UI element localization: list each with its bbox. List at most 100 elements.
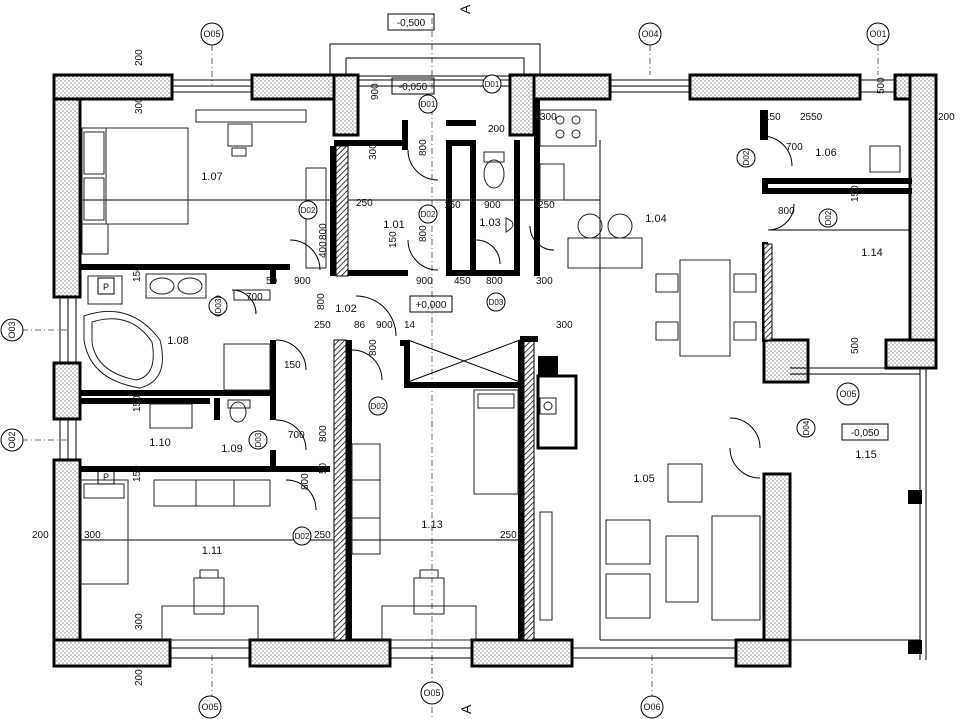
svg-text:200: 200 (134, 669, 145, 686)
door-tag: D02 (818, 208, 838, 228)
room-label: 1.10 (149, 437, 170, 449)
room-label: 1.11 (202, 545, 223, 557)
svg-text:300: 300 (536, 276, 553, 287)
axis-bubbles: O05 O04 O01 O05 O05 O06 O03 O02 O05 (0, 22, 890, 719)
svg-text:D04: D04 (802, 420, 811, 435)
svg-text:D03: D03 (254, 432, 263, 447)
svg-text:D01: D01 (421, 100, 436, 109)
svg-text:200: 200 (32, 530, 49, 541)
room-label: 1.13 (421, 519, 442, 531)
svg-text:14: 14 (404, 320, 416, 331)
door-tag: D03 (486, 292, 506, 312)
svg-text:800: 800 (486, 276, 503, 287)
svg-text:300: 300 (84, 530, 101, 541)
p-markers: P P (97, 277, 115, 485)
svg-text:450: 450 (454, 276, 471, 287)
svg-text:150: 150 (850, 185, 861, 202)
door-tag: D02 (298, 200, 318, 220)
svg-text:D03: D03 (214, 298, 223, 313)
svg-text:300: 300 (556, 320, 573, 331)
svg-text:900: 900 (370, 83, 381, 100)
svg-text:500: 500 (876, 77, 887, 94)
room-label: 1.15 (855, 449, 876, 461)
dimensions: 200 300 900 300 800 800 150 250 150 900 … (32, 49, 955, 686)
door-tag: D04 (796, 418, 816, 438)
svg-text:150: 150 (132, 465, 143, 482)
svg-text:900: 900 (294, 276, 311, 287)
axis-label: O02 (7, 431, 17, 448)
svg-text:900: 900 (376, 320, 393, 331)
svg-text:86: 86 (354, 320, 366, 331)
svg-text:200: 200 (134, 49, 145, 66)
level-top: -0,500 (397, 18, 426, 29)
door-tag: D01 (418, 94, 438, 114)
svg-text:900: 900 (484, 200, 501, 211)
axis-label: O05 (839, 389, 856, 399)
svg-text:150: 150 (444, 200, 461, 211)
door-tag: D02 (736, 148, 756, 168)
room-label: 1.09 (221, 443, 242, 455)
outer-walls (52, 73, 938, 668)
axis-label: O05 (203, 29, 220, 39)
level-entrance: -0,050 (399, 82, 428, 93)
level-floor: +0,000 (416, 300, 447, 311)
svg-text:700: 700 (288, 430, 305, 441)
svg-text:D03: D03 (489, 298, 504, 307)
svg-text:150: 150 (132, 395, 143, 412)
svg-text:800: 800 (300, 473, 311, 490)
svg-text:50: 50 (318, 462, 329, 474)
svg-text:250: 250 (314, 530, 331, 541)
axis-label: O05 (201, 702, 218, 712)
staircase (407, 339, 521, 383)
p-marker: P (103, 472, 109, 482)
room-label: 1.06 (815, 147, 836, 159)
svg-text:500: 500 (850, 337, 861, 354)
axis-label: O01 (869, 29, 886, 39)
room-label: 1.14 (861, 247, 882, 259)
section-marks: A A -0,500 -0,050 +0,000 -0,050 (387, 4, 889, 714)
svg-text:300: 300 (134, 97, 145, 114)
axis-label: O04 (641, 29, 658, 39)
svg-text:300: 300 (368, 143, 379, 160)
svg-text:800: 800 (778, 206, 795, 217)
inner-walls (80, 98, 912, 641)
section-mark: A (457, 4, 473, 14)
room-label: 1.07 (201, 171, 222, 183)
svg-text:D02: D02 (295, 532, 310, 541)
room-label: 1.02 (335, 303, 356, 315)
door-tag: D01 (482, 74, 502, 94)
furniture (79, 109, 927, 660)
svg-text:300: 300 (134, 613, 145, 630)
svg-text:400: 400 (318, 241, 329, 258)
svg-text:800: 800 (316, 293, 327, 310)
svg-text:200: 200 (488, 124, 505, 135)
svg-text:250: 250 (314, 320, 331, 331)
svg-text:800: 800 (418, 225, 429, 242)
svg-text:300: 300 (540, 112, 557, 123)
room-labels: 1.07 1.01 1.03 1.04 1.06 1.14 1.02 1.08 … (149, 147, 882, 557)
door-tags: D01 D02 D02 D03 D02 D04 D02 D03 D03 D02 … (208, 74, 838, 546)
section-mark: A (458, 704, 474, 714)
door-tag: D03 (208, 296, 228, 316)
axis-label: O06 (643, 702, 660, 712)
room-label: 1.01 (383, 219, 404, 231)
room-label: 1.04 (645, 213, 666, 225)
svg-text:150: 150 (132, 265, 143, 282)
svg-text:D02: D02 (742, 150, 751, 165)
svg-text:D02: D02 (301, 206, 316, 215)
svg-text:700: 700 (246, 292, 263, 303)
axis-label: O05 (423, 688, 440, 698)
svg-text:2550: 2550 (800, 112, 823, 123)
entrance-porch (329, 43, 541, 77)
svg-text:D02: D02 (371, 402, 386, 411)
svg-text:200: 200 (938, 112, 955, 123)
door-swings (231, 135, 795, 511)
svg-text:D01: D01 (485, 80, 500, 89)
door-tag: D03 (248, 430, 268, 450)
svg-text:50: 50 (266, 276, 278, 287)
svg-text:800: 800 (318, 223, 329, 240)
door-tag: D02 (292, 526, 312, 546)
svg-text:150: 150 (388, 231, 399, 248)
windows (59, 79, 895, 659)
